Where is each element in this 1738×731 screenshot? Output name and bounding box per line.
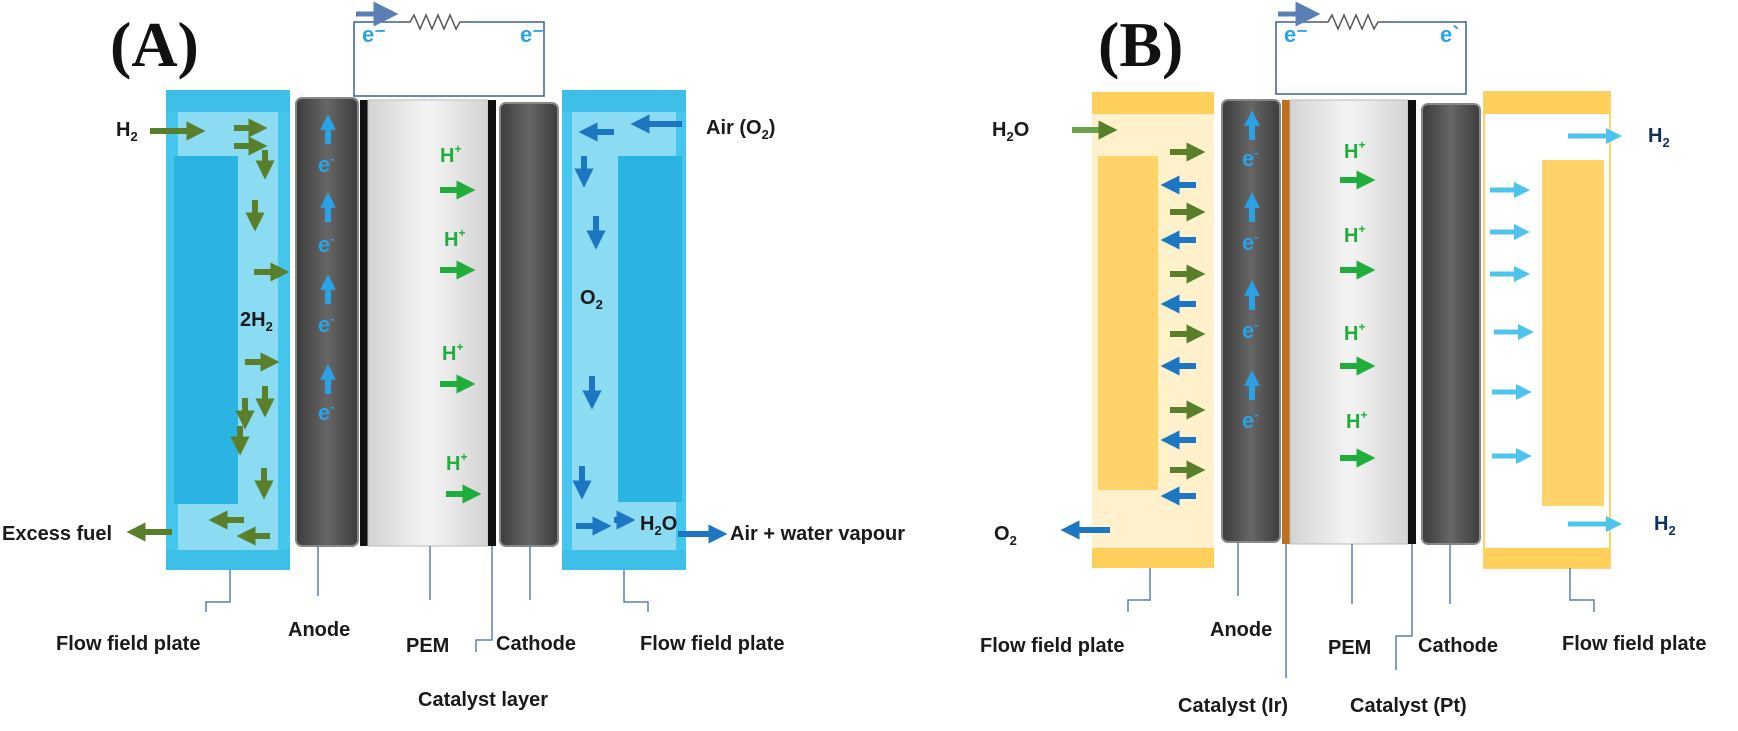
panel-a: (A) e⁻ e⁻ — [2, 1, 905, 711]
panel-a-flow-field-plate-right-label: Flow field plate — [640, 633, 784, 655]
panel-b-anode — [1221, 99, 1281, 543]
panel-a-excess-fuel-label: Excess fuel — [2, 523, 112, 545]
panel-a-proton-arrows — [440, 180, 482, 504]
panel-a-catalyst-left — [360, 100, 368, 546]
panel-b-flow-field-plate-right-label: Flow field plate — [1562, 633, 1706, 655]
panel-b-proton-labels: H+ H+ H+ H+ — [1344, 138, 1367, 433]
panel-a-o2-label: O2 — [580, 287, 603, 312]
panel-b-catalyst-pt — [1408, 100, 1416, 544]
panel-a-bottom-labels: Flow field plate Anode PEM Cathode Flow … — [56, 619, 784, 711]
panel-b-leader-lines — [1127, 542, 1595, 678]
panel-b: (B) e⁻ e` — [980, 1, 1706, 717]
circuit-electron-left: e⁻ — [362, 22, 386, 47]
panel-b-catalyst-pt-label: Catalyst (Pt) — [1350, 695, 1467, 717]
svg-text:e-: e- — [1242, 408, 1258, 433]
panel-b-h2o-input-label: H2O — [992, 119, 1029, 144]
panel-a-catalyst-layer-label: Catalyst layer — [418, 689, 548, 711]
panel-a-electron-labels: e- e- e- e- — [318, 152, 334, 425]
panel-b-catalyst-ir-label: Catalyst (Ir) — [1178, 695, 1288, 717]
panel-a-2h2-label: 2H2 — [240, 309, 273, 334]
svg-text:H+: H+ — [442, 340, 463, 365]
svg-text:H+: H+ — [446, 450, 467, 475]
panel-a-h2-input-label: H2 — [116, 119, 138, 144]
panel-a-circuit: e⁻ e⁻ — [353, 1, 545, 97]
panel-a-cathode-label: Cathode — [496, 633, 576, 655]
panel-a-catalyst-right — [488, 100, 496, 546]
svg-text:H+: H+ — [444, 226, 465, 251]
panel-b-cathode-label: Cathode — [1418, 635, 1498, 657]
panel-b-bottom-labels: Flow field plate Anode PEM Cathode Flow … — [980, 619, 1706, 717]
panel-a-anode — [295, 97, 359, 547]
panel-b-o2-output-label: O2 — [994, 523, 1017, 548]
panel-a-pem — [367, 99, 489, 547]
panel-b-flow-field-plate-left-label: Flow field plate — [980, 635, 1124, 657]
panel-a-flow-field-plate-left-label: Flow field plate — [56, 633, 200, 655]
svg-text:H+: H+ — [1344, 320, 1365, 345]
svg-text:H+: H+ — [1344, 138, 1365, 163]
panel-b-h2-top-label: H2 — [1648, 125, 1670, 150]
panel-a-right-flow-plate — [562, 90, 686, 570]
svg-text:H+: H+ — [1344, 222, 1365, 247]
panel-b-circuit: e⁻ e` — [1275, 1, 1467, 95]
svg-text:e-: e- — [1242, 230, 1258, 255]
svg-text:H+: H+ — [1346, 408, 1367, 433]
svg-text:e-: e- — [318, 152, 334, 177]
panel-b-cathode — [1421, 103, 1481, 545]
panel-b-pem-label: PEM — [1328, 637, 1371, 659]
panel-a-h2o-label: H2O — [640, 513, 677, 538]
panel-b-right-flow-plate — [1483, 91, 1611, 569]
panel-a-letter: (A) — [110, 9, 199, 80]
panel-a-air-input-label: Air (O2) — [706, 117, 775, 142]
panel-b-catalyst-ir — [1282, 100, 1290, 544]
panel-a-proton-labels: H+ H+ H+ H+ — [440, 142, 467, 475]
svg-text:e-: e- — [318, 232, 334, 257]
panel-b-anode-label: Anode — [1210, 619, 1272, 641]
panel-b-electron-labels: e- e- e- e- — [1242, 146, 1258, 433]
panel-a-cathode — [499, 102, 559, 547]
circuit-electron-right: e` — [1440, 22, 1460, 47]
svg-text:e-: e- — [1242, 146, 1258, 171]
panel-b-letter: (B) — [1098, 9, 1183, 80]
svg-text:e-: e- — [318, 400, 334, 425]
circuit-electron-left: e⁻ — [1284, 22, 1308, 47]
panel-b-water-flow-arrows — [1060, 120, 1206, 540]
panel-b-h2-bottom-label: H2 — [1654, 513, 1676, 538]
panel-b-proton-arrows — [1340, 170, 1376, 468]
svg-text:H+: H+ — [440, 142, 461, 167]
resistor-icon — [1318, 13, 1388, 31]
panel-b-pem — [1289, 99, 1409, 545]
svg-text:e-: e- — [318, 312, 334, 337]
panel-a-air-water-label: Air + water vapour — [730, 523, 905, 545]
panel-a-anode-label: Anode — [288, 619, 350, 641]
panel-a-oxygen-flow-arrows — [572, 114, 728, 544]
panel-a-pem-label: PEM — [406, 635, 449, 657]
panel-a-leader-lines — [205, 546, 649, 652]
panel-a-hydrogen-flow-arrows — [126, 118, 290, 546]
resistor-icon — [400, 13, 470, 31]
svg-text:e-: e- — [1242, 318, 1258, 343]
panel-b-hydrogen-out-arrows — [1490, 127, 1623, 533]
circuit-electron-right: e⁻ — [520, 22, 544, 47]
